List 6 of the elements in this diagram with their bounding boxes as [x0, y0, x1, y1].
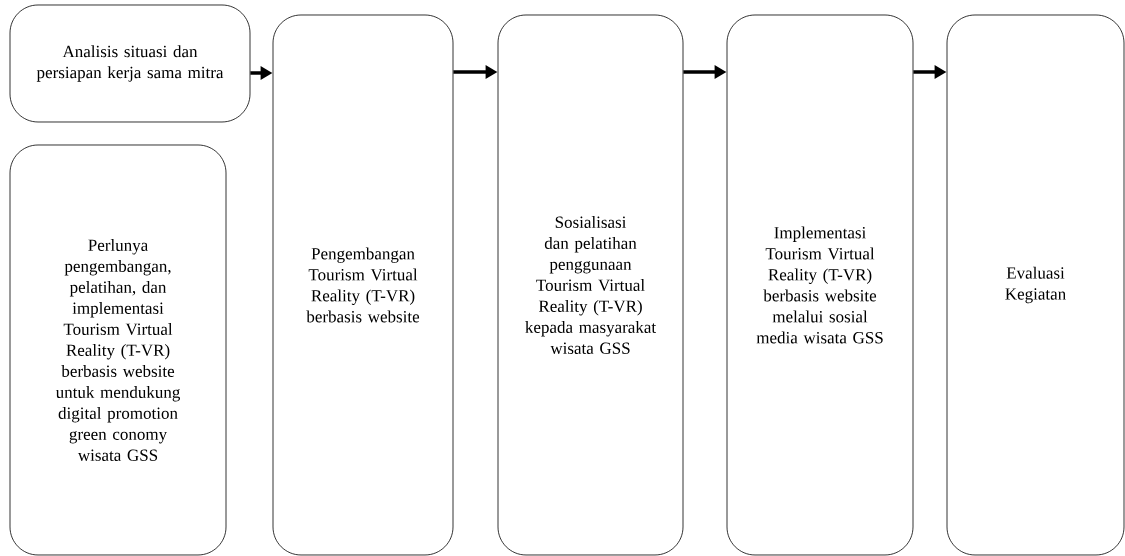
process-box: Sosialisasi dan pelatihan penggunaan Tourism Virtual Reality (T-VR) kepada masyarakat wisata GSS [497, 14, 684, 556]
process-box: Analisis situasi dan persiapan kerja sama mitra [9, 4, 251, 123]
process-box: Pengembangan Tourism Virtual Reality (T-VR) berbasis website [272, 14, 454, 556]
process-box: Perlunya pengembangan, pelatihan, dan implementasi Tourism Virtual Reality (T-VR) berbasis website untuk mendukung digital promotion green conomy wisata GSS [9, 144, 227, 556]
process-box: Implementasi Tourism Virtual Reality (T-VR) berbasis website melalui sosial media wisata GSS [726, 14, 914, 556]
process-box: Evaluasi Kegiatan [946, 14, 1125, 556]
